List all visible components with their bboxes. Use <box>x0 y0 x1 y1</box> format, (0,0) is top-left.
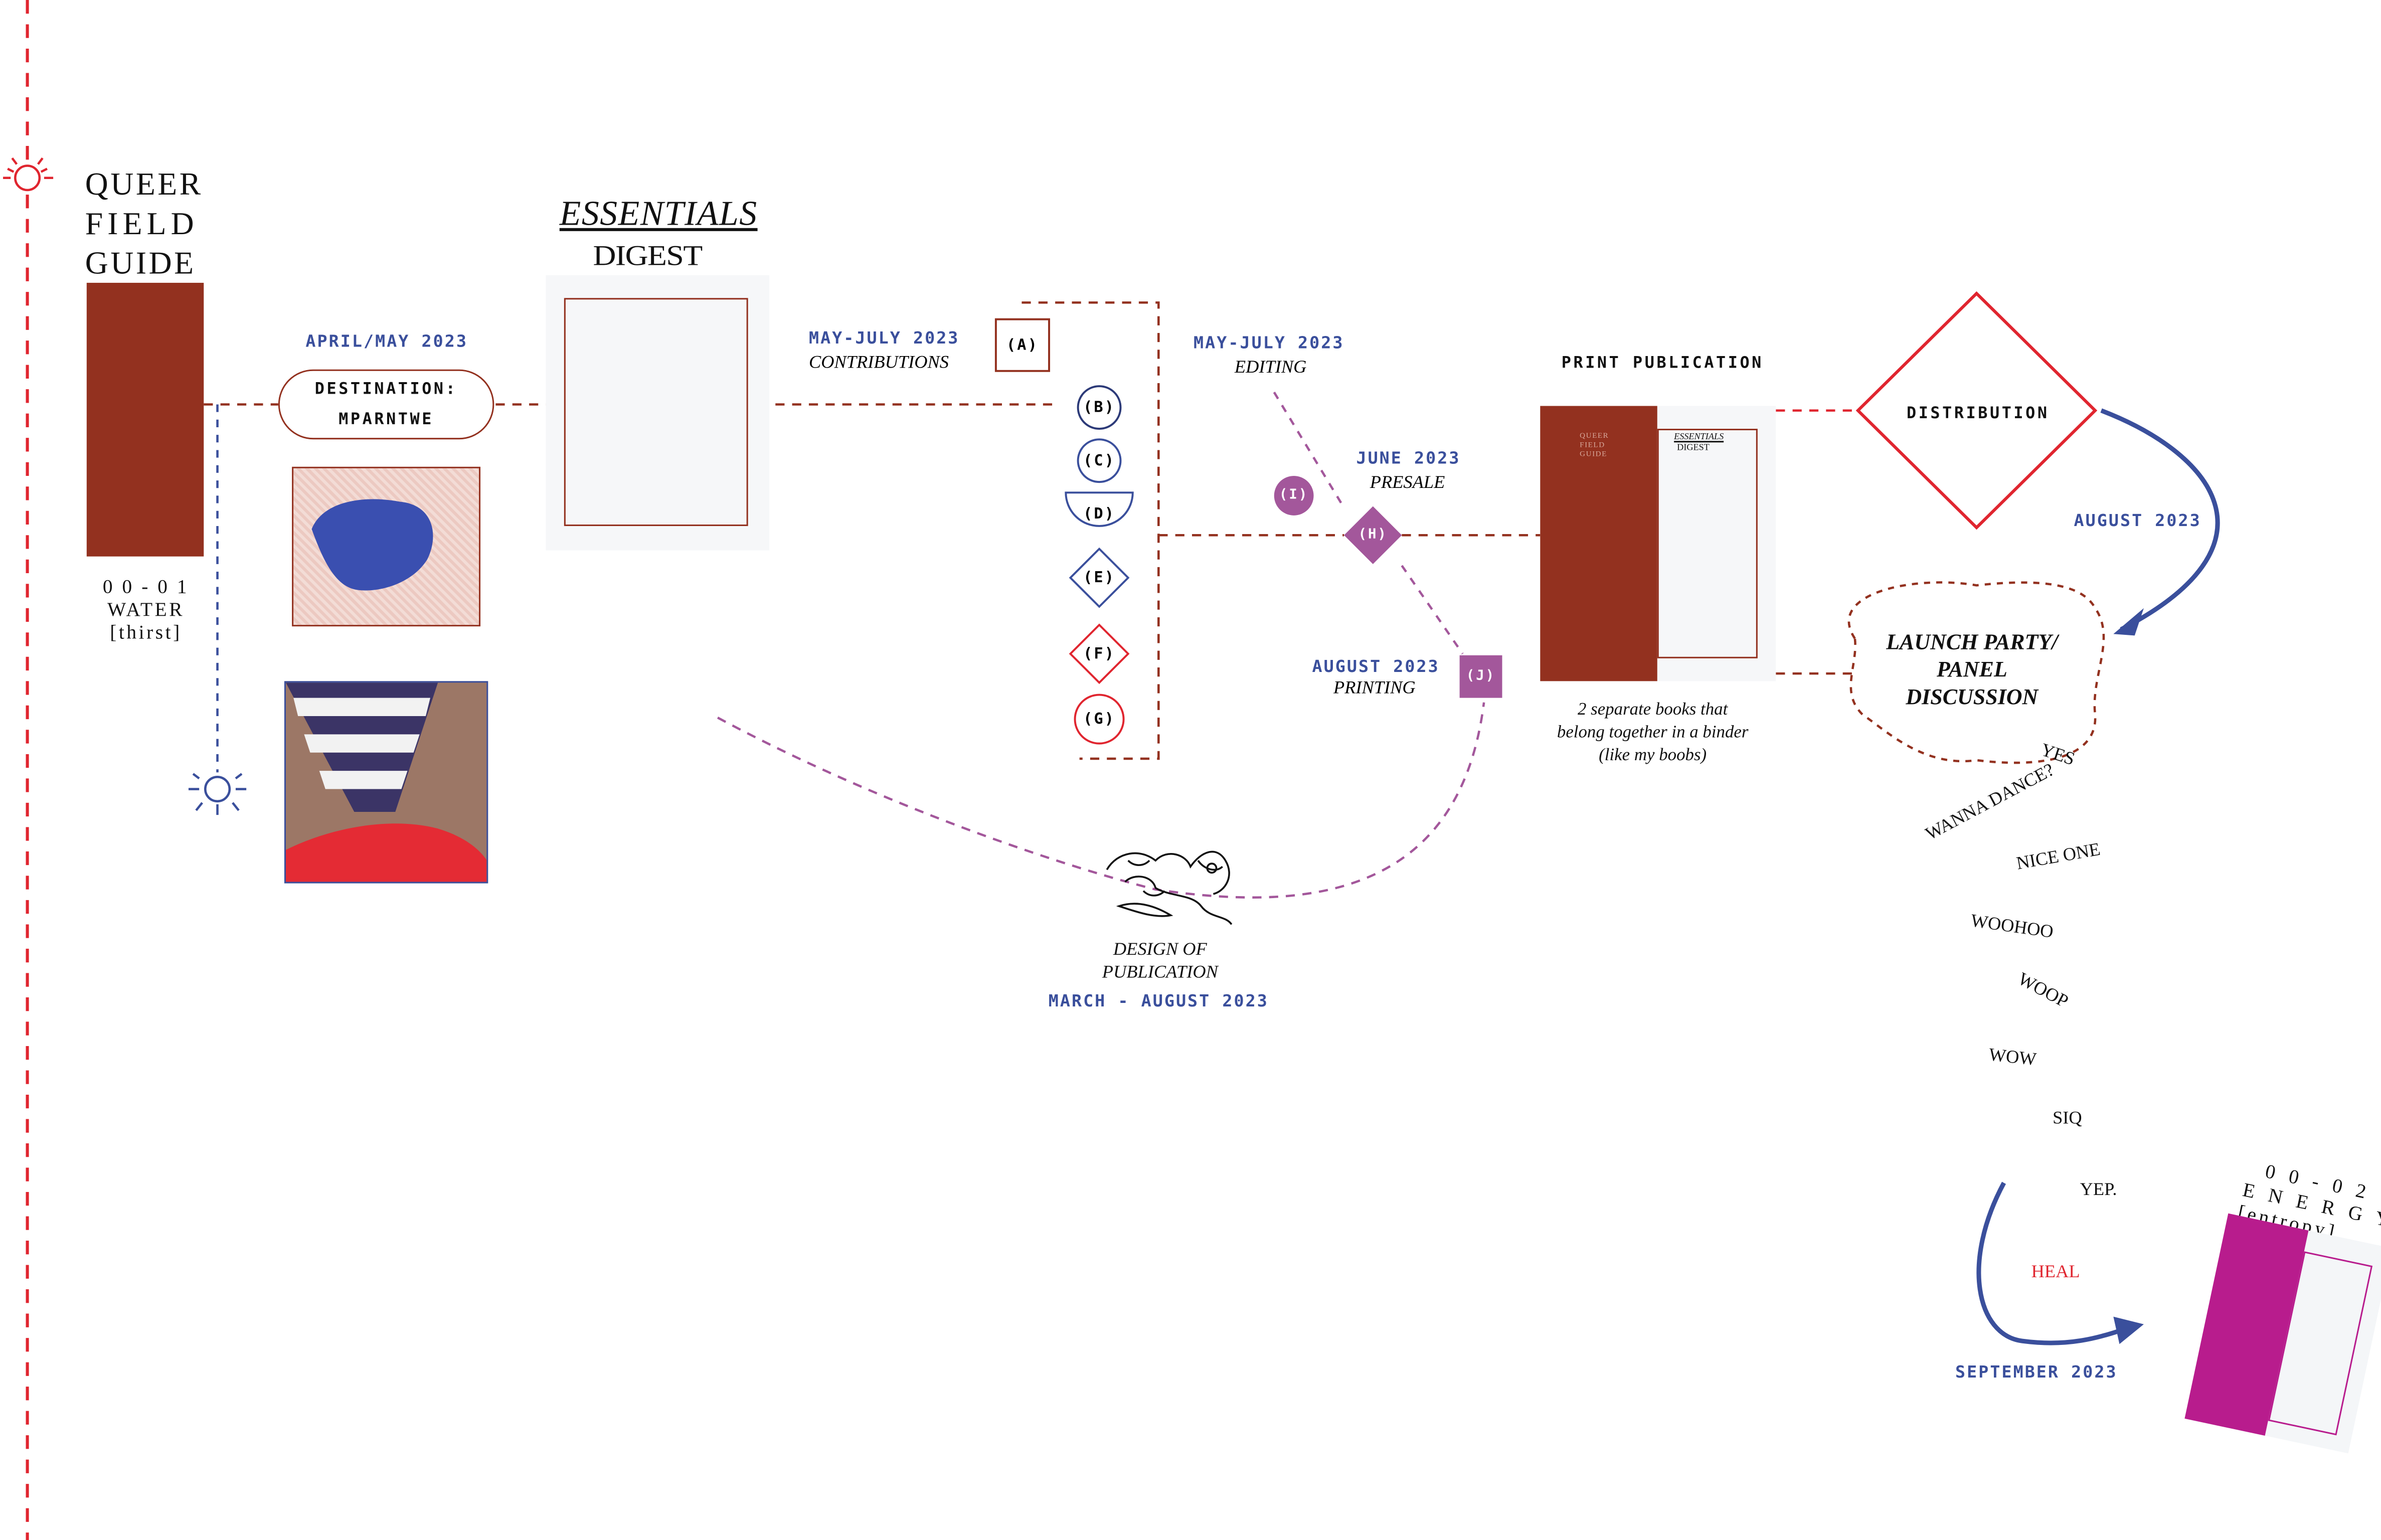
presale-i[interactable]: (I) <box>1279 488 1309 503</box>
caption-line: 2 separate books that <box>1578 701 1728 720</box>
contributor-c-shape <box>1077 438 1122 483</box>
contributor-g-shape <box>1074 694 1125 745</box>
design-curve <box>717 702 1485 899</box>
print-publication-panel: QUEER FIELD GUIDE ESSENTIALS DIGEST <box>1540 406 1776 681</box>
contributor-a[interactable]: (A) <box>1006 336 1039 354</box>
presale-i-circle <box>1274 475 1314 516</box>
september-date: SEPTEMBER 2023 <box>1955 1362 2118 1382</box>
editing-label: EDITING <box>1234 356 1307 377</box>
striped-photo <box>284 681 488 884</box>
launch-line: DISCUSSION <box>1906 686 2038 710</box>
print-publication-title: PRINT PUBLICATION <box>1561 354 1764 373</box>
distribution-diamond <box>1855 291 2098 530</box>
printing-date: AUGUST 2023 <box>1312 656 1440 677</box>
title-line: GUIDE <box>85 245 196 281</box>
presale-label: PRESALE <box>1370 471 1445 493</box>
distribution-date: AUGUST 2023 <box>2074 510 2201 531</box>
launch-line: LAUNCH PARTY/ <box>1886 631 2058 655</box>
book2-title: ESSENTIALS <box>1674 433 1724 443</box>
contributor-f[interactable]: (F) <box>1083 645 1115 662</box>
destination-pill[interactable]: DESTINATION: MPARNTWE <box>278 369 494 440</box>
contributor-f-shape <box>1069 623 1130 685</box>
blue-sun-icon <box>188 773 247 815</box>
printing-j[interactable]: (J) <box>1466 669 1496 685</box>
chatter-heal: HEAL <box>2031 1260 2080 1282</box>
destination-label-1: DESTINATION: <box>314 380 458 399</box>
design-caption: DESIGN OF PUBLICATION <box>1102 938 1218 984</box>
printing-label: PRINTING <box>1333 676 1416 698</box>
chatter-yep: YEP. <box>2080 1178 2117 1200</box>
book1-title: QUEER FIELD GUIDE <box>1580 433 1609 461</box>
caption-line: belong together in a binder <box>1557 724 1749 742</box>
caption-line: (like my boobs) <box>1599 746 1707 765</box>
contributor-e[interactable]: (E) <box>1083 569 1115 586</box>
design-date: MARCH - AUGUST 2023 <box>1048 991 1269 1011</box>
contributor-g[interactable]: (G) <box>1083 711 1115 728</box>
contributor-d[interactable]: (D) <box>1083 505 1115 523</box>
contributions-date: MAY-JULY 2023 <box>808 328 960 349</box>
contributor-a-shape <box>994 318 1050 372</box>
water-caption: 0 0 - 0 1 WATER [thirst] <box>103 575 189 643</box>
essentials-page <box>564 298 748 527</box>
presale-h[interactable]: (H) <box>1358 528 1388 543</box>
water-sub: [thirst] <box>110 620 182 643</box>
sun-icon <box>3 150 54 192</box>
contributor-b[interactable]: (B) <box>1083 399 1115 416</box>
essentials-title: ESSENTIALS <box>559 195 758 233</box>
presale-date: JUNE 2023 <box>1356 448 1461 468</box>
book2-sub: DIGEST <box>1677 444 1710 453</box>
destination-date: APRIL/MAY 2023 <box>305 331 468 352</box>
contributor-c[interactable]: (C) <box>1083 452 1115 469</box>
book1-line: QUEER <box>1580 433 1609 441</box>
chatter-siq: SIQ <box>2053 1107 2082 1128</box>
book-essentials-digest: ESSENTIALS DIGEST <box>1657 428 1758 658</box>
contributor-b-shape <box>1077 385 1122 430</box>
essentials-subtitle: DIGEST <box>593 239 703 272</box>
sketch-figure-illustration <box>1106 850 1233 925</box>
design-line-1: DESIGN OF <box>1113 938 1207 960</box>
water-code: 0 0 - 0 1 <box>102 575 190 598</box>
launch-blob <box>1847 581 2105 764</box>
title-line: FIELD <box>85 205 199 242</box>
contributor-e-shape <box>1069 547 1130 608</box>
september-arrow <box>1976 1181 2127 1345</box>
launch-party-label[interactable]: LAUNCH PARTY/ PANEL DISCUSSION <box>1886 629 2058 712</box>
essentials-panel <box>546 275 770 551</box>
water-name: WATER <box>107 597 185 621</box>
water-block <box>86 282 204 557</box>
book1-line: FIELD <box>1580 442 1605 450</box>
title-line: QUEER <box>85 165 203 203</box>
design-line-2: PUBLICATION <box>1102 961 1218 982</box>
blue-blob-photo <box>292 466 481 627</box>
blue-blob-shape <box>311 499 433 591</box>
book1-line: GUIDE <box>1580 451 1607 459</box>
striped-photo-art <box>285 682 487 882</box>
august-arrow <box>2100 408 2220 632</box>
printing-j-square <box>1459 655 1502 698</box>
editing-date: MAY-JULY 2023 <box>1194 332 1344 353</box>
book-queer-field-guide: QUEER FIELD GUIDE <box>1540 406 1657 681</box>
distribution-label[interactable]: DISTRIBUTION <box>1907 404 2050 423</box>
contributor-d-shape <box>1065 491 1134 527</box>
publication-caption: 2 separate books that belong together in… <box>1557 700 1749 768</box>
queer-field-guide-title: QUEER FIELD GUIDE <box>85 164 203 282</box>
chatter-wow: WOW <box>1987 1044 2037 1070</box>
contributions-label: CONTRIBUTIONS <box>808 351 949 373</box>
destination-label-2: MPARNTWE <box>338 410 434 429</box>
launch-line: PANEL <box>1936 658 2007 683</box>
